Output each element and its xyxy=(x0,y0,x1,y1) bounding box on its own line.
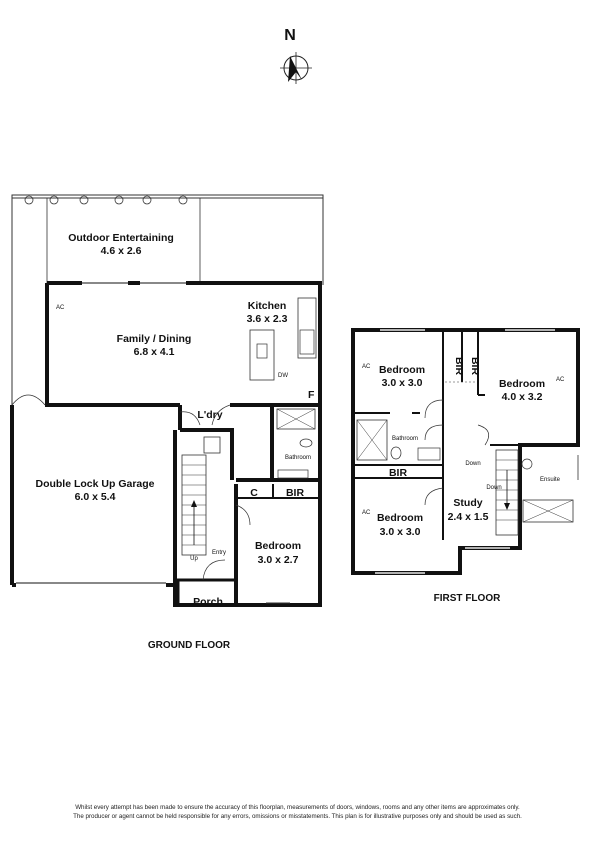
room-dims-first-bedroom-1: 3.0 x 3.0 xyxy=(382,377,423,389)
room-dims-garage: 6.0 x 5.4 xyxy=(75,491,116,503)
disclaimer-line-1: Whilst every attempt has been made to en… xyxy=(75,804,520,811)
label-stairs-down-1: Down xyxy=(465,461,480,467)
planter-icon xyxy=(24,195,188,205)
room-dims-first-bedroom-3: 3.0 x 3.0 xyxy=(380,526,421,538)
label-ground-ac: AC xyxy=(56,305,65,311)
room-dims-first-bedroom-2: 4.0 x 3.2 xyxy=(502,391,543,403)
label-ensuite: Ensuite xyxy=(540,477,561,483)
room-name-outdoor-entertaining: Outdoor Entertaining xyxy=(68,232,174,244)
kitchen-island xyxy=(249,329,275,381)
north-label: N xyxy=(284,27,296,44)
label-ground-bathroom: Bathroom xyxy=(285,455,311,461)
label-fridge: F xyxy=(308,389,315,401)
laundry-trough-icon xyxy=(203,436,221,454)
room-name-study: Study xyxy=(453,497,482,509)
label-cupboard: C xyxy=(250,487,258,499)
label-laundry: L'dry xyxy=(197,409,222,421)
toilet-icon xyxy=(299,438,313,448)
room-dims-study: 2.4 x 1.5 xyxy=(448,511,489,523)
room-dims-outdoor-entertaining: 4.6 x 2.6 xyxy=(101,245,142,257)
first-floor-vanity-icon xyxy=(417,447,441,461)
cooktop-icon xyxy=(299,329,315,355)
ensuite-toilet-icon xyxy=(521,458,533,470)
room-name-ground-bedroom: Bedroom xyxy=(255,540,301,552)
label-first-ac-3: AC xyxy=(362,510,371,516)
room-name-first-bedroom-2: Bedroom xyxy=(499,378,545,390)
porch-outline xyxy=(176,578,238,607)
label-ground-bir: BIR xyxy=(286,487,305,499)
label-bir-top-right: BIR xyxy=(469,357,481,376)
label-first-ac-1: AC xyxy=(362,364,371,370)
room-name-family-dining: Family / Dining xyxy=(117,333,192,345)
vanity-icon xyxy=(277,469,309,479)
first-floor-toilet-icon xyxy=(390,446,402,460)
label-stairs-up: Up xyxy=(190,556,198,562)
label-entry: Entry xyxy=(212,550,226,556)
first-floor-staircase-icon xyxy=(495,449,519,536)
ground-floor-plan: Outdoor Entertaining 4.6 x 2.6 Family / … xyxy=(10,194,324,651)
first-floor-plan: Bedroom 3.0 x 3.0 Bedroom 4.0 x 3.2 Bedr… xyxy=(351,328,580,604)
label-stairs-down-2: Down xyxy=(486,485,501,491)
label-dishwasher: DW xyxy=(278,373,288,379)
room-name-kitchen: Kitchen xyxy=(248,300,287,312)
shower-icon xyxy=(276,408,316,430)
first-floor-title: FIRST FLOOR xyxy=(434,593,501,604)
ground-floor-title: GROUND FLOOR xyxy=(148,640,231,651)
kitchen-bench xyxy=(297,297,317,359)
label-first-bathroom: Bathroom xyxy=(392,436,418,442)
room-name-first-bedroom-3: Bedroom xyxy=(377,512,423,524)
room-name-first-bedroom-1: Bedroom xyxy=(379,364,425,376)
room-dims-ground-bedroom: 3.0 x 2.7 xyxy=(258,554,299,566)
north-arrow-icon: N xyxy=(280,27,312,84)
staircase-icon xyxy=(181,454,207,556)
label-bir-mid: BIR xyxy=(389,467,408,479)
ensuite-shower-icon xyxy=(522,499,574,523)
room-dims-kitchen: 3.6 x 2.3 xyxy=(247,313,288,325)
sink-icon xyxy=(256,343,268,359)
room-name-garage: Double Lock Up Garage xyxy=(35,478,154,490)
garage-door-swing xyxy=(11,394,46,406)
label-first-ac-2: AC xyxy=(556,377,565,383)
disclaimer-line-2: The producer or agent cannot be held res… xyxy=(73,813,522,820)
first-floor-shower-icon xyxy=(356,419,388,461)
room-dims-family-dining: 6.8 x 4.1 xyxy=(134,346,175,358)
label-porch: Porch xyxy=(193,596,223,608)
label-bir-top-left: BIR xyxy=(453,357,465,376)
